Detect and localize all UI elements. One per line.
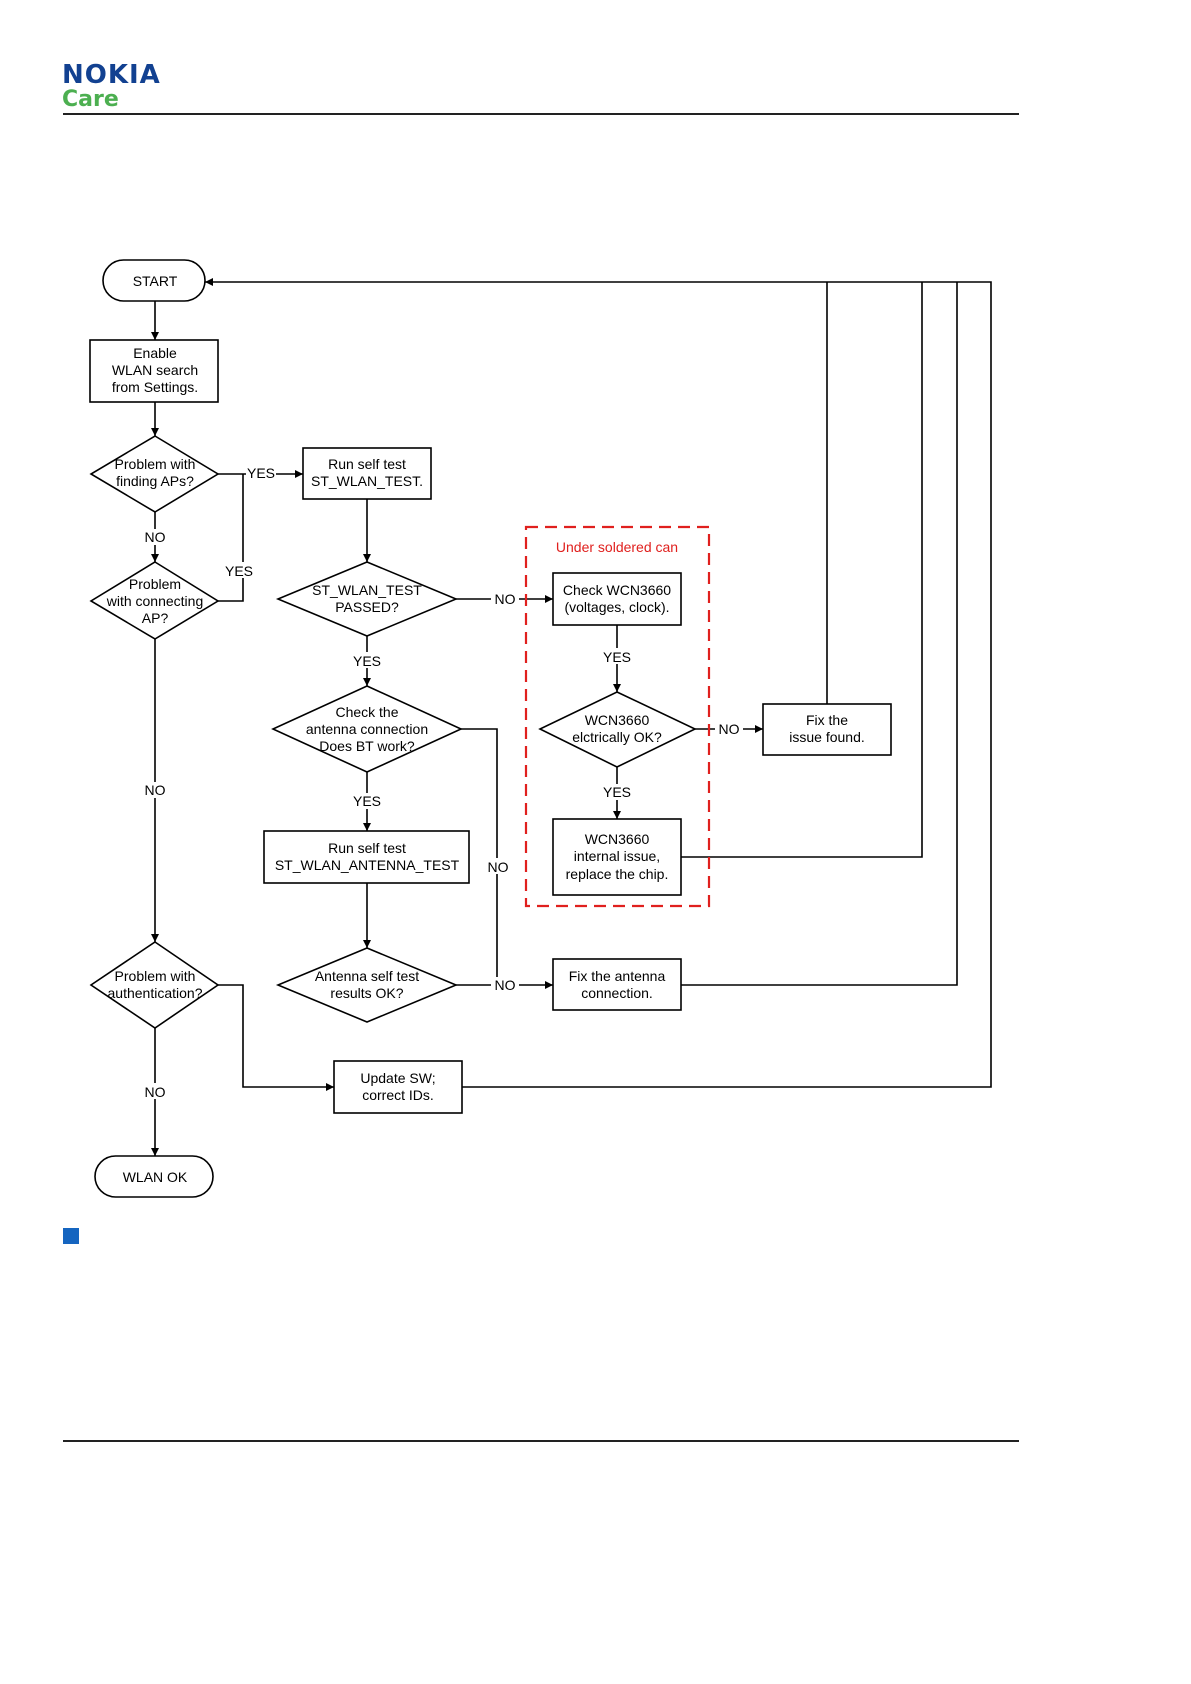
footer-divider — [63, 1440, 1019, 1442]
run-antenna-test-box — [263, 830, 470, 884]
antenna-results-decision — [275, 947, 459, 1023]
enable-wlan-box — [89, 339, 219, 403]
fix-issue-line1: Fix the — [806, 712, 848, 728]
auth-yes-arrow — [218, 984, 334, 1091]
logo-sub: Care — [62, 87, 119, 112]
check-wcn-line2: (voltages, clock). — [564, 599, 669, 615]
enable-wlan-line2: WLAN search — [112, 362, 198, 378]
antenna-results-no-label: NO — [495, 977, 516, 993]
wcn-ok-no-label: NO — [719, 721, 740, 737]
check-wcn-box — [552, 572, 682, 626]
check-antenna-line3: Does BT work? — [319, 738, 415, 754]
fix-issue-box — [762, 703, 892, 756]
connecting-ap-line2: with connecting — [106, 593, 204, 609]
connector-labels: YES NO YES NO NO YES YES NO NO YES YES N… — [140, 464, 743, 1100]
fix-antenna-return-line — [681, 282, 958, 986]
soldered-can-boundary — [524, 525, 711, 908]
antenna-results-line1: Antenna self test — [315, 968, 419, 984]
check-antenna-line2: antenna connection — [306, 721, 428, 737]
check-antenna-decision — [271, 685, 463, 773]
check-wcn-yes-label: YES — [603, 649, 631, 665]
check-wcn-line1: Check WCN3660 — [563, 582, 671, 598]
wlan-ok-terminator — [94, 1155, 214, 1198]
check-antenna-line1: Check the — [335, 704, 398, 720]
connecting-no-label: NO — [145, 782, 166, 798]
finding-yes-label: YES — [247, 465, 275, 481]
fix-antenna-line2: connection. — [581, 985, 653, 1001]
wcn-ok-line2: elctrically OK? — [572, 729, 662, 745]
update-sw-box — [333, 1060, 463, 1114]
connecting-ap-line1: Problem — [129, 576, 181, 592]
run-wlan-test-line2: ST_WLAN_TEST. — [311, 473, 423, 489]
header-divider — [63, 113, 1019, 115]
finding-aps-line1: Problem with — [115, 456, 196, 472]
passed-no-label: NO — [495, 591, 516, 607]
wlan-troubleshooting-flowchart: Under soldered can START Enable WLAN sea… — [89, 259, 992, 1198]
wcn-ok-yes-label: YES — [603, 784, 631, 800]
connecting-ap-decision — [89, 561, 220, 640]
fix-antenna-box — [552, 958, 682, 1011]
antenna-no-label: NO — [488, 859, 509, 875]
wlan-test-passed-decision — [275, 561, 459, 637]
wcn-ok-decision — [538, 691, 697, 768]
enable-wlan-line1: Enable — [133, 345, 177, 361]
wlan-ok-label: WLAN OK — [123, 1169, 188, 1185]
update-sw-line2: correct IDs. — [362, 1087, 434, 1103]
finding-no-label: NO — [145, 529, 166, 545]
blue-bullet-square — [63, 1228, 79, 1244]
fix-issue-line2: issue found. — [789, 729, 865, 745]
auth-no-label: NO — [145, 1084, 166, 1100]
authentication-line1: Problem with — [115, 968, 196, 984]
authentication-line2: authentication? — [108, 985, 203, 1001]
run-wlan-test-box — [302, 447, 432, 500]
wcn-internal-line3: replace the chip. — [566, 866, 669, 882]
run-wlan-test-line1: Run self test — [328, 456, 406, 472]
wlan-test-passed-line2: PASSED? — [335, 599, 399, 615]
nokia-care-logo: NOKIA Care — [62, 62, 192, 114]
connecting-yes-label: YES — [225, 563, 253, 579]
wcn-internal-line2: internal issue, — [574, 848, 660, 864]
connecting-yes-line — [218, 474, 244, 602]
run-antenna-test-line1: Run self test — [328, 840, 406, 856]
wlan-test-passed-line1: ST_WLAN_TEST — [312, 582, 422, 598]
fix-antenna-line1: Fix the antenna — [569, 968, 666, 984]
wcn-internal-box — [552, 818, 682, 896]
authentication-decision — [89, 941, 220, 1029]
finding-aps-decision — [89, 435, 220, 513]
wcn-internal-return-line — [681, 282, 923, 858]
soldered-can-label: Under soldered can — [556, 539, 678, 555]
wcn-internal-line1: WCN3660 — [585, 831, 650, 847]
connecting-ap-line3: AP? — [142, 610, 169, 626]
start-label: START — [133, 273, 178, 289]
wcn-ok-line1: WCN3660 — [585, 712, 650, 728]
logo-brand: NOKIA — [62, 60, 161, 90]
finding-aps-line2: finding APs? — [116, 473, 194, 489]
run-antenna-test-line2: ST_WLAN_ANTENNA_TEST — [275, 857, 460, 873]
antenna-results-line2: results OK? — [330, 985, 403, 1001]
start-terminator — [102, 259, 206, 302]
antenna-yes-label: YES — [353, 793, 381, 809]
passed-yes-label: YES — [353, 653, 381, 669]
enable-wlan-line3: from Settings. — [112, 379, 198, 395]
update-sw-line1: Update SW; — [360, 1070, 435, 1086]
antenna-no-line — [461, 728, 498, 985]
return-to-start-arrow — [205, 278, 992, 1088]
